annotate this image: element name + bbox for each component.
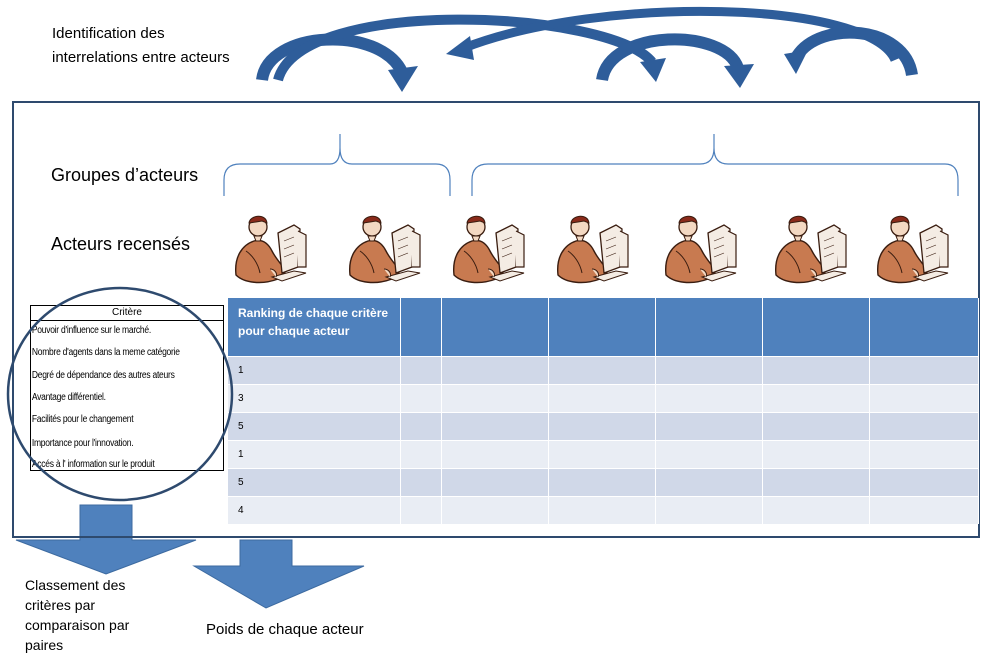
table-header: Ranking de chaque critère pour chaque ac…	[228, 298, 401, 356]
curved-arrow	[273, 14, 656, 82]
ranking-table: Ranking de chaque critère pour chaque ac…	[228, 298, 979, 524]
arrowhead	[640, 58, 666, 82]
acteurs-label: Acteurs recensés	[51, 234, 191, 254]
group-brace-right	[471, 134, 959, 196]
curved-arrow	[596, 33, 744, 82]
down-arrow-poids	[192, 539, 365, 609]
rank-cell: 3	[228, 383, 401, 412]
table-row: 5	[228, 467, 979, 496]
person-at-computer-icon	[557, 215, 629, 284]
table-row: 1	[228, 355, 979, 384]
criteria-item: Accés à l' information sur le produit	[31, 458, 155, 470]
poids-label: Poids de chaque acteur	[206, 621, 364, 638]
table-header-cell	[869, 298, 979, 356]
curved-arrow	[791, 26, 918, 77]
criteria-item: Avantage différentiel.	[31, 391, 106, 403]
arrowhead	[784, 50, 808, 74]
table-header-cell	[441, 298, 549, 356]
classement-label: Classement des critères par comparaison …	[25, 577, 130, 653]
person-at-computer-icon	[665, 215, 737, 284]
table-row: 4	[228, 495, 979, 524]
person-at-computer-icon	[877, 215, 949, 284]
criteria-item: Pouvoir d'influence sur le marché.	[31, 325, 151, 336]
rank-cell: 1	[228, 439, 401, 468]
table-header-cell	[548, 298, 656, 356]
arrowhead	[724, 64, 754, 88]
criteria-list: Critère Pouvoir d'influence sur le march…	[30, 305, 224, 471]
criteria-item: Degré de dépendance des autres ateurs	[31, 369, 175, 381]
person-at-computer-icon	[453, 215, 525, 284]
group-brace-left	[223, 134, 451, 196]
criteria-item: Importance pour l'innovation.	[31, 437, 134, 449]
table-row: 3	[228, 383, 979, 412]
table-header-cell	[762, 298, 870, 356]
person-at-computer-icon	[349, 215, 421, 284]
groupes-label: Groupes d’acteurs	[51, 165, 199, 185]
arrowhead	[388, 66, 418, 92]
criteria-header: Critère	[31, 306, 223, 321]
person-at-computer-icon	[235, 215, 307, 284]
criteria-item: Nombre d'agents dans la meme catégorie	[31, 346, 180, 358]
down-arrow-classement	[15, 504, 197, 575]
rank-cell: 1	[228, 355, 401, 384]
title: Identification des interrelations entre …	[52, 25, 230, 66]
rank-cell: 5	[228, 411, 401, 440]
table-row: 5	[228, 411, 979, 440]
table-header-cell	[400, 298, 442, 356]
table-header-row: Ranking de chaque critère pour chaque ac…	[228, 298, 979, 356]
criteria-item: Facilités pour le changement	[31, 413, 134, 425]
rank-cell: 5	[228, 467, 401, 496]
rank-cell: 4	[228, 495, 401, 524]
table-header-cell	[655, 298, 763, 356]
person-at-computer-icon	[775, 215, 847, 284]
arrowhead	[446, 36, 474, 60]
table-row: 1	[228, 439, 979, 468]
